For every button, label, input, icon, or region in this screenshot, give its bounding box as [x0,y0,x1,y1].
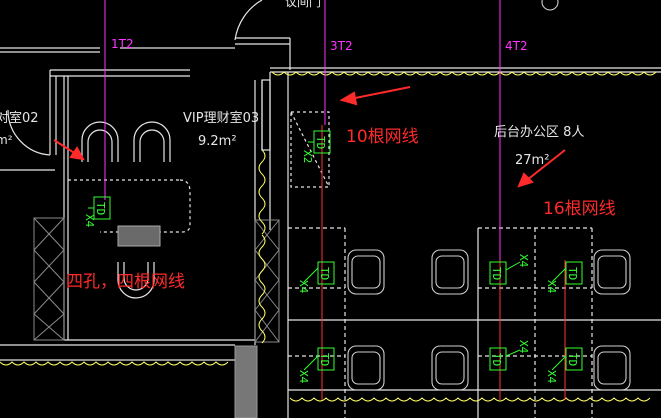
annotation-sixteen-cables: 16根网线 [543,199,616,219]
outlet-td-label: TD [490,353,503,366]
outlet-td-label: TD [490,267,503,280]
outlet-td-label: TD [566,267,579,280]
left-room-area: m² [0,133,13,147]
office-area-size: 27m² [515,153,549,168]
outlet-x4-label: X4 [545,370,558,384]
outlet-td-label: TD [318,267,331,280]
top-room-label: 议间门 [285,0,321,9]
office-area-label: 后台办公区 8人 [494,125,584,140]
outlet-x4-label: X4 [297,370,310,384]
left-room-label: 对室02 [0,110,39,126]
outlet-x2-label: X2 [301,150,314,163]
vip-chairs [81,121,171,299]
network-outlets [88,130,583,371]
outlet-x4-label: X4 [297,280,310,294]
riser-label-3: 3T2 [330,39,353,53]
glass-partitions [0,71,657,402]
outlet-td-label: TD [94,202,107,215]
vip-room-area: 9.2m² [198,134,237,149]
vip-room-label: VIP理财室03 [183,110,259,126]
outlet-x4-label: X4 [545,280,558,294]
outlet-x4-label: X4 [517,254,530,268]
annotation-four-port: 四孔，四根网线 [66,272,185,292]
outlet-x4-label: X4 [83,214,96,228]
office-chairs [347,0,631,391]
outlet-td-label: TD [314,136,327,149]
riser-label-1: 1T2 [111,37,134,51]
outlet-x4-label: X4 [517,340,530,354]
columns [33,217,280,418]
outlet-td-label: TD [318,353,331,366]
annotation-arrows [53,86,566,188]
outlet-td-label: TD [566,353,579,366]
riser-label-4: 4T2 [505,39,528,53]
annotation-ten-cables: 10根网线 [346,127,419,147]
riser-lines [104,0,501,260]
